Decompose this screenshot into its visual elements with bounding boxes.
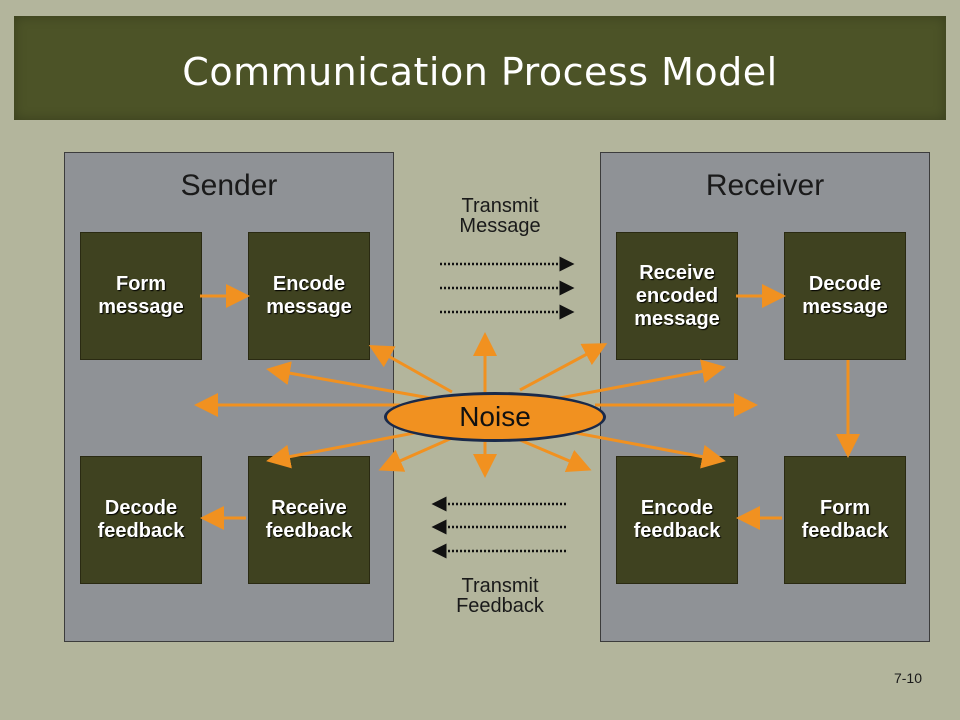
noise-ray: [266, 428, 431, 469]
noise-ray: [368, 345, 453, 394]
noise-ellipse: Noise: [384, 392, 606, 442]
decode-message-box: Decode message: [784, 232, 906, 360]
noise-ray: [266, 361, 431, 400]
noise-ray: [559, 428, 726, 469]
title-banner: [14, 16, 946, 120]
noise-ray: [378, 436, 453, 472]
transmit-message-label: Transmit Message: [459, 195, 541, 237]
decode-feedback-box: Decode feedback: [80, 456, 202, 584]
form-message-box: Form message: [80, 232, 202, 360]
noise-ray: [559, 359, 726, 400]
form-feedback-box: Form feedback: [784, 456, 906, 584]
encode-feedback-box: Encode feedback: [616, 456, 738, 584]
sender-label: Sender: [180, 169, 278, 202]
noise-rays: [194, 332, 758, 478]
receive-encoded-message-box: Receive encoded message: [616, 232, 738, 360]
receive-feedback-box: Receive feedback: [248, 456, 370, 584]
slide-number: 7-10: [893, 670, 922, 686]
noise-ray: [519, 343, 608, 392]
receiver-label: Receiver: [705, 169, 825, 202]
transmit-feedback-label: Transmit Feedback: [456, 575, 544, 617]
slide-title: Communication Process Model: [182, 50, 778, 94]
encode-message-box: Encode message: [248, 232, 370, 360]
noise-ray: [519, 438, 592, 473]
